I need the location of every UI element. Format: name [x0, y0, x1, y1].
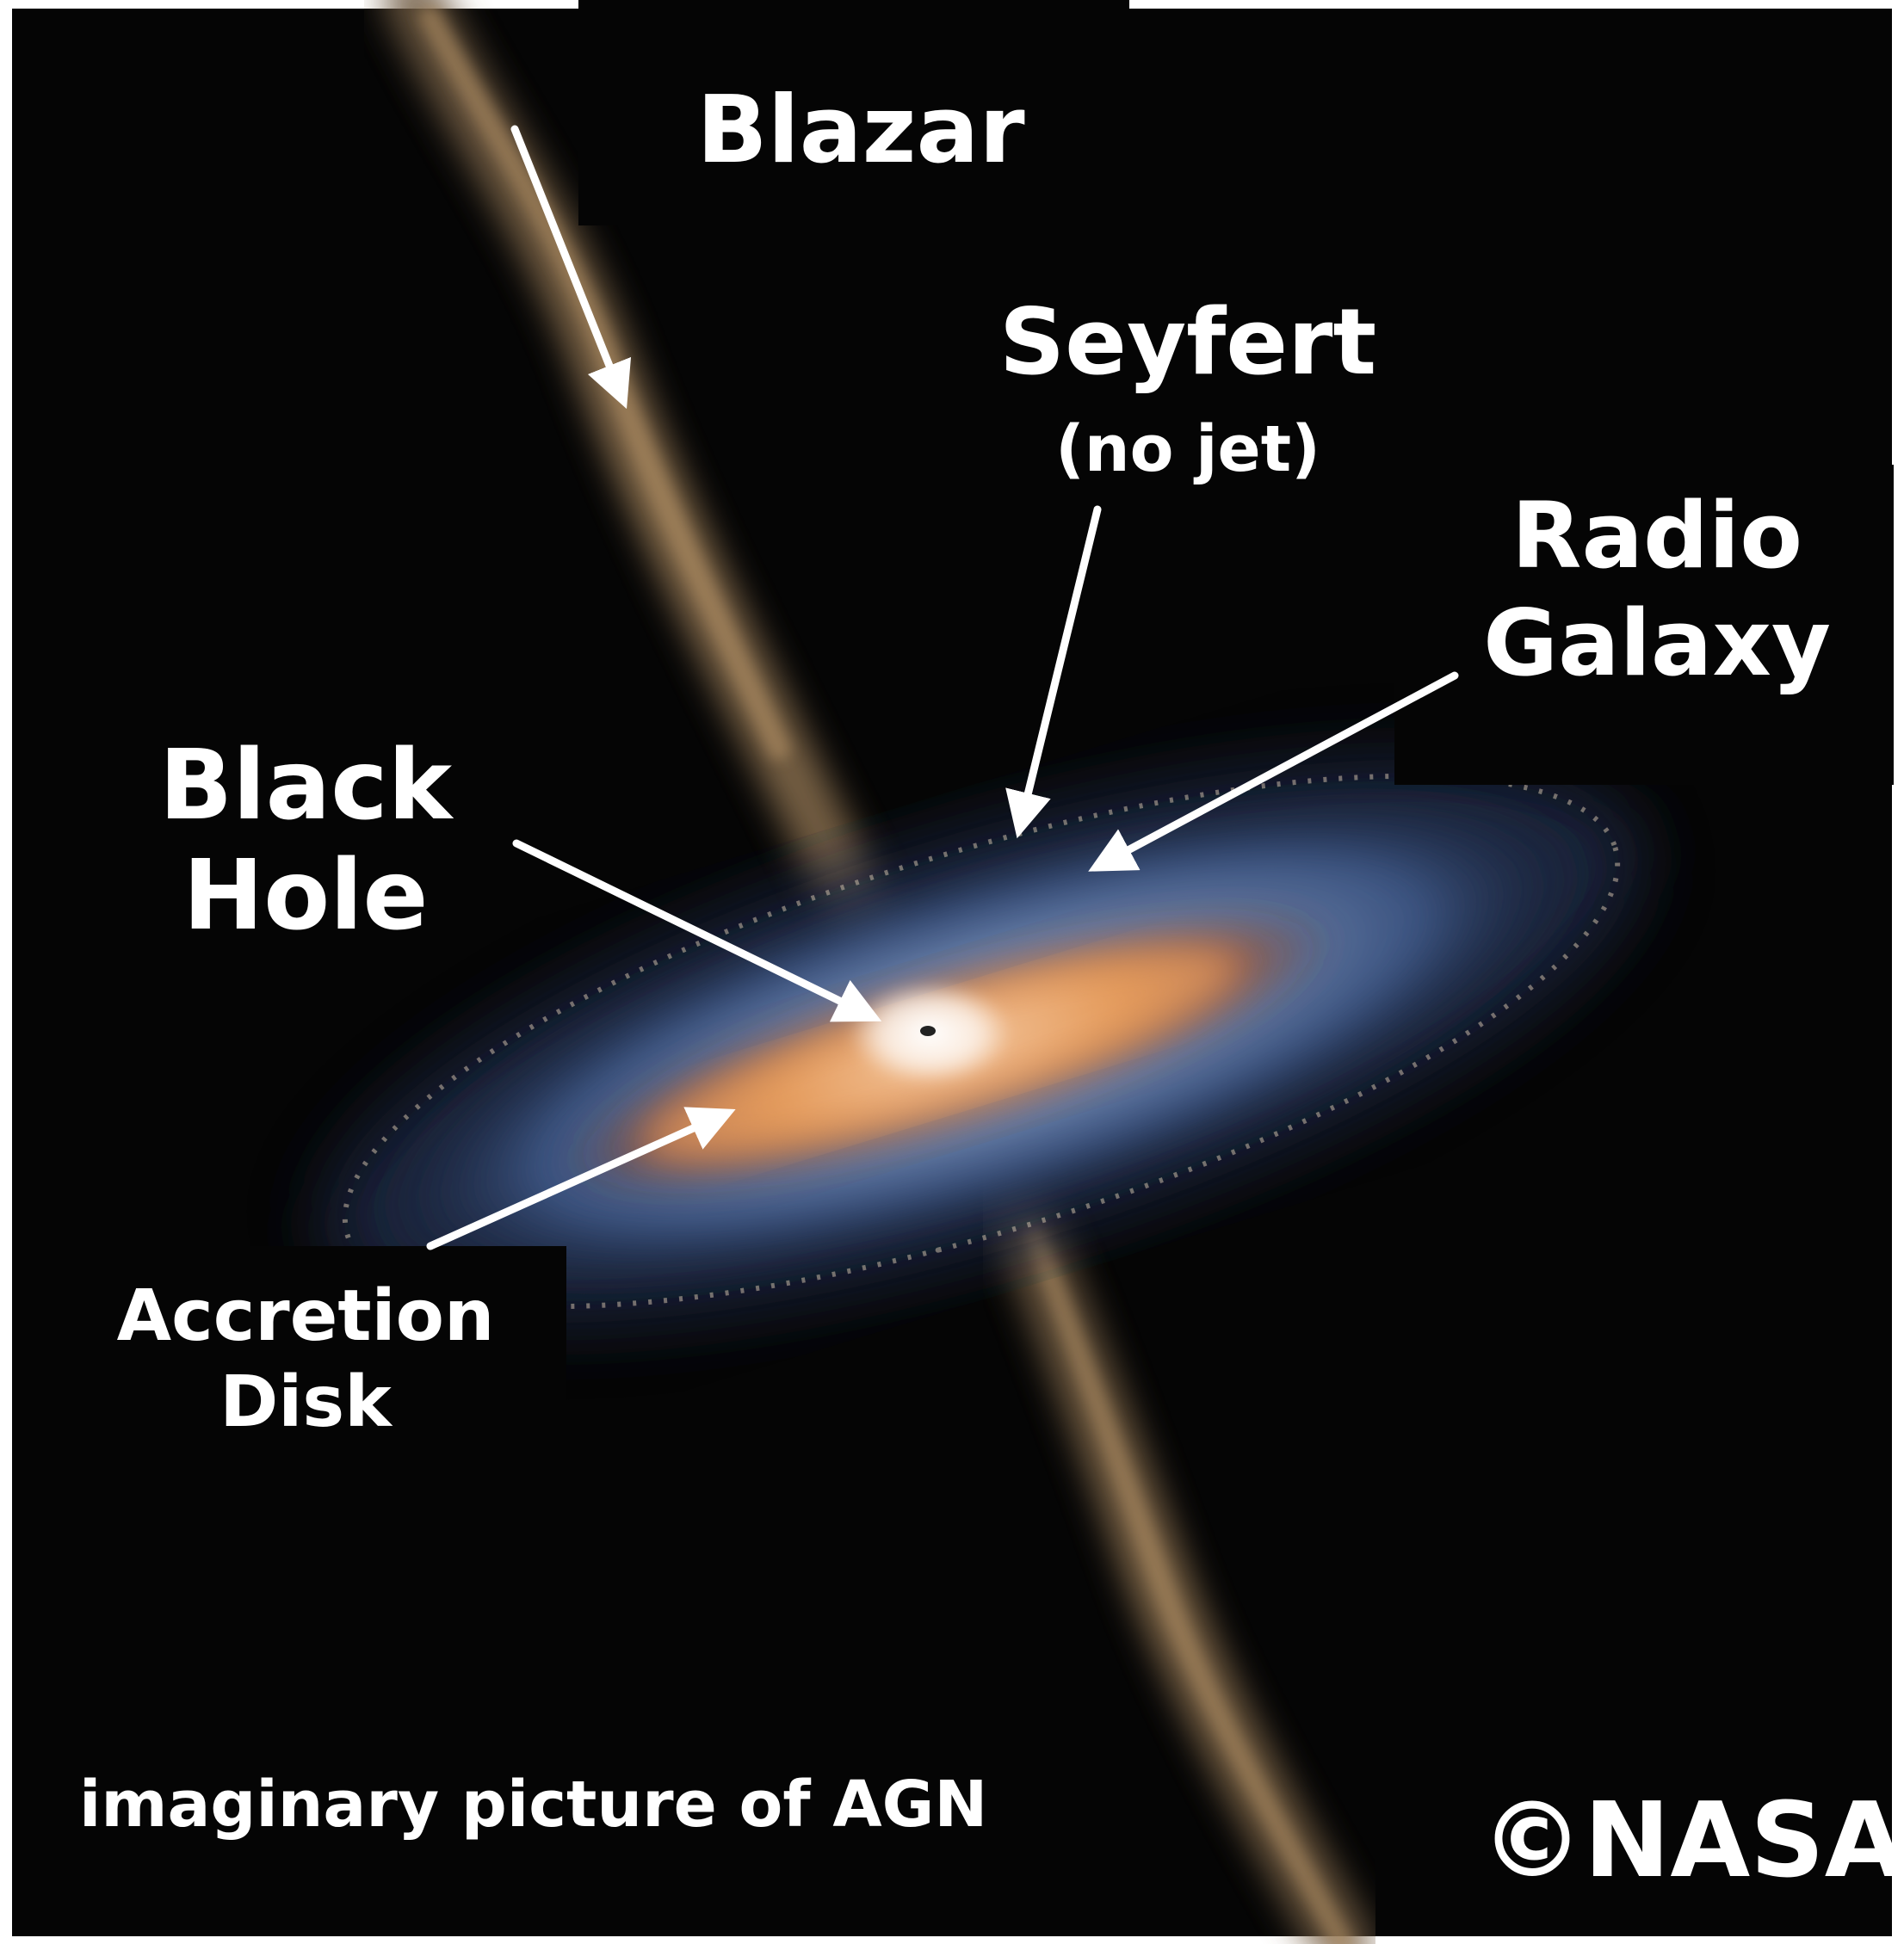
accretion-disk-line2: Disk: [219, 1361, 392, 1444]
seyfert-note-text: (no jet): [1055, 412, 1320, 486]
radio-galaxy-label: Radio Galaxy: [1463, 482, 1851, 697]
blazar-label-box: [578, 0, 1129, 225]
blazar-arrow: [510, 125, 632, 410]
radio-galaxy-line1: Radio: [1511, 483, 1803, 589]
jet-lower-core: [1023, 1220, 1353, 1944]
blazar-label: Blazar: [671, 84, 1050, 177]
radio-galaxy-line2: Galaxy: [1483, 590, 1831, 697]
seyfert-label: Seyfert: [981, 297, 1394, 388]
black-hole-line2: Hole: [182, 839, 429, 952]
image-credit: ©NASA: [1481, 1781, 1904, 1901]
radio-galaxy-arrow: [1088, 671, 1459, 872]
black-hole-label: Black Hole: [146, 731, 465, 951]
black-hole-arrow: [512, 839, 882, 1022]
seyfert-label-text: Seyfert: [998, 289, 1377, 395]
blazar-label-text: Blazar: [696, 77, 1025, 184]
black-hole-line1: Black: [158, 730, 453, 842]
accretion-label-box: [34, 1246, 566, 1489]
radio-galaxy-label-box: [1394, 465, 1894, 785]
pointer-arrows: [426, 125, 1459, 1250]
accretion-disk-line1: Accretion: [116, 1275, 495, 1357]
accretion-disk-arrow: [426, 1107, 736, 1250]
accretion-disk-label: Accretion Disk: [112, 1274, 499, 1446]
figure-caption: imaginary picture of AGN: [79, 1768, 988, 1842]
black-hole: [920, 1026, 936, 1036]
seyfert-note-label: (no jet): [1016, 417, 1360, 481]
seyfert-arrow: [1005, 505, 1102, 839]
